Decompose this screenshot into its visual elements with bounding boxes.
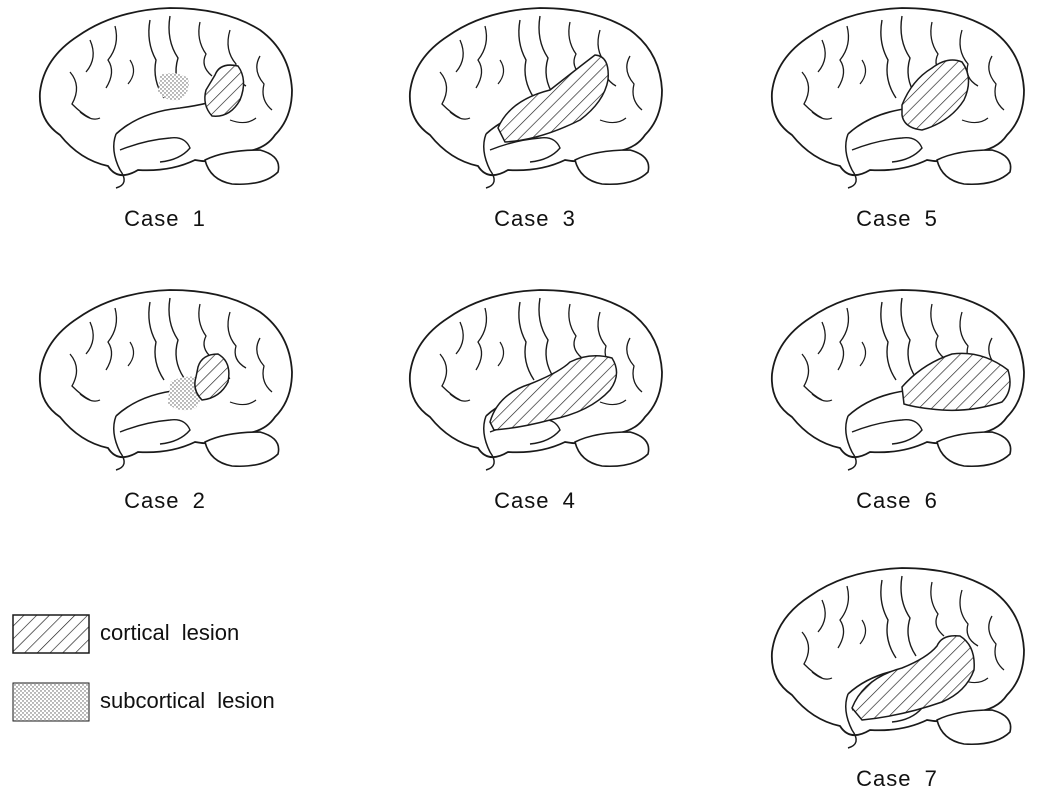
case-3: Case 3 bbox=[390, 0, 680, 240]
brain-outline bbox=[772, 8, 1024, 188]
case-4: Case 4 bbox=[390, 282, 680, 522]
case-label: Case 2 bbox=[20, 488, 310, 514]
case-label: Case 4 bbox=[390, 488, 680, 514]
case-1: Case 1 bbox=[20, 0, 310, 240]
case-6: Case 6 bbox=[752, 282, 1042, 522]
brain-diagram-case-5 bbox=[752, 0, 1042, 200]
brain-diagram-case-3 bbox=[390, 0, 680, 200]
legend-label-subcortical: subcortical lesion bbox=[100, 688, 275, 714]
case-label: Case 3 bbox=[390, 206, 680, 232]
brain-diagram-case-1 bbox=[20, 0, 310, 200]
dots-swatch-icon bbox=[12, 682, 90, 722]
brain-outline bbox=[772, 568, 1024, 748]
case-label: Case 7 bbox=[752, 766, 1042, 792]
brain-diagram-case-6 bbox=[752, 282, 1042, 482]
case-5: Case 5 bbox=[752, 0, 1042, 240]
brain-outline bbox=[40, 290, 292, 470]
case-2: Case 2 bbox=[20, 282, 310, 522]
brain-diagram-case-4 bbox=[390, 282, 680, 482]
case-label: Case 5 bbox=[752, 206, 1042, 232]
brain-diagram-case-2 bbox=[20, 282, 310, 482]
legend-label-cortical: cortical lesion bbox=[100, 620, 239, 646]
case-7: Case 7 bbox=[752, 560, 1042, 800]
case-label: Case 1 bbox=[20, 206, 310, 232]
hatch-swatch-icon bbox=[12, 614, 90, 654]
brain-diagram-case-7 bbox=[752, 560, 1042, 760]
case-label: Case 6 bbox=[752, 488, 1042, 514]
brain-outline bbox=[410, 290, 662, 470]
